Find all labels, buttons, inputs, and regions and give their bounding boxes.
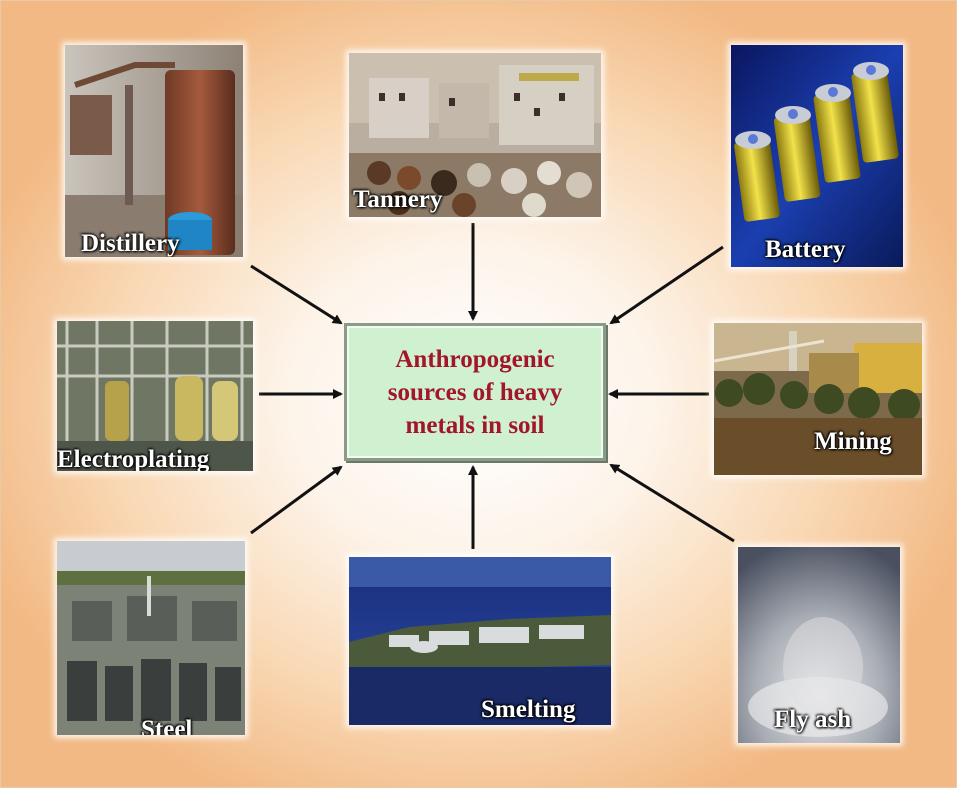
caption-mining: Mining xyxy=(814,428,892,455)
caption-tannery: Tannery xyxy=(353,186,443,213)
caption-fly-ash: Fly ash xyxy=(774,706,852,733)
center-title-line-3: metals in soil xyxy=(405,411,545,439)
battery-photo: Battery xyxy=(731,45,903,267)
center-box: Anthropogenic sources of heavy metals in… xyxy=(344,323,606,461)
distillery-photo: Distillery xyxy=(65,45,243,257)
caption-steel: Steel xyxy=(141,716,193,735)
caption-electroplating: Electroplating xyxy=(57,446,210,471)
arrow-distillery xyxy=(250,264,343,325)
smelting-photo: Smelting xyxy=(349,557,611,725)
electroplating-photo: Electroplating xyxy=(57,321,253,471)
arrow-battery xyxy=(609,245,724,325)
center-title-line-1: Anthropogenic xyxy=(395,345,555,373)
fly-ash-photo: Fly ash xyxy=(738,547,900,743)
arrow-fly-ash xyxy=(609,463,735,543)
tannery-photo: Tannery xyxy=(349,53,601,217)
mining-photo: Mining xyxy=(714,323,922,475)
caption-smelting: Smelting xyxy=(481,696,576,723)
steel-photo: Steel xyxy=(57,541,245,735)
arrow-steel xyxy=(250,465,343,535)
caption-battery: Battery xyxy=(765,236,846,263)
center-title-line-2: sources of heavy xyxy=(387,378,563,406)
caption-distillery: Distillery xyxy=(81,230,180,257)
